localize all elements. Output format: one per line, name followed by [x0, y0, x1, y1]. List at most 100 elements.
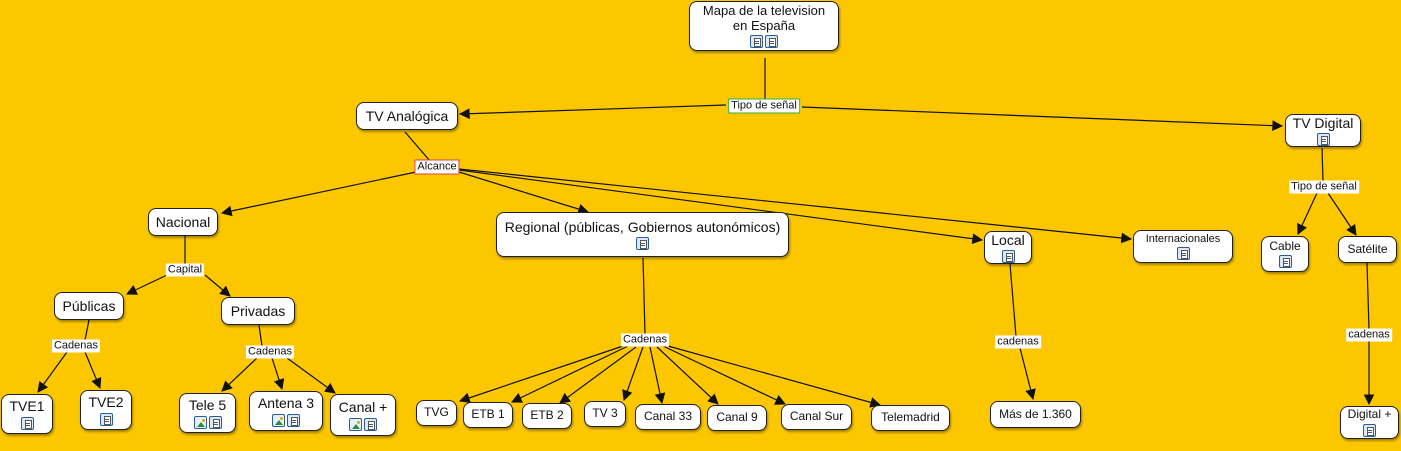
node-tv-digital-label: TV Digital	[1292, 114, 1354, 131]
link-analogica-alcance	[404, 131, 431, 162]
node-tv3-label: TV 3	[592, 406, 618, 421]
link-privadas-cadenas	[258, 324, 263, 347]
link-capital-publicas	[126, 274, 168, 295]
document-resource-icon[interactable]	[636, 237, 649, 251]
link-tipo-satelite	[1327, 192, 1357, 236]
link-label-tipo-senal: Tipo de señal	[728, 98, 800, 114]
node-tv3[interactable]: TV 3	[584, 401, 626, 427]
node-privadas[interactable]: Privadas	[221, 297, 295, 325]
image-resource-icon[interactable]	[193, 415, 207, 429]
node-mas-1360-label: Más de 1.360	[999, 406, 1072, 421]
link-alcance-nacional	[220, 171, 417, 217]
document-resource-icon[interactable]	[1278, 255, 1292, 269]
link-alcance-local	[458, 169, 984, 245]
node-root-label: Mapa de la television en España	[702, 2, 826, 33]
link-cadenas-tv3	[622, 346, 644, 402]
link-local-cadenas	[1009, 263, 1017, 337]
link-label-cadenas-local: cadenas	[995, 335, 1041, 349]
node-tve2-label: TVE2	[88, 394, 124, 411]
node-satelite-label: Satélite	[1347, 241, 1388, 256]
node-antena3[interactable]: Antena 3	[249, 391, 323, 431]
node-regional-label: Regional (públicas, Gobiernos autonómico…	[504, 218, 781, 235]
node-tv-digital[interactable]: TV Digital	[1285, 114, 1361, 147]
node-canal33[interactable]: Canal 33	[635, 404, 701, 430]
node-local-label: Local	[991, 231, 1025, 248]
node-etb1[interactable]: ETB 1	[463, 402, 513, 428]
node-privadas-label: Privadas	[230, 302, 286, 319]
node-tvg-label: TVG	[424, 405, 449, 420]
node-tv-analogica[interactable]: TV Analógica	[356, 102, 458, 130]
link-cadenas-canal-sur	[662, 345, 786, 405]
node-local[interactable]: Local	[984, 231, 1032, 264]
node-cable-label: Cable	[1269, 238, 1301, 253]
link-tipo-analogica	[458, 104, 727, 120]
node-etb2-label: ETB 2	[530, 408, 564, 423]
node-canal-plus[interactable]: Canal +	[330, 394, 396, 436]
document-resource-icon[interactable]	[364, 417, 377, 431]
document-resource-icon[interactable]	[20, 416, 34, 430]
link-label-alcance: Alcance	[414, 159, 460, 175]
document-resource-icon[interactable]	[765, 35, 778, 49]
node-antena3-label: Antena 3	[257, 395, 315, 412]
node-root-icons	[750, 35, 778, 49]
node-satelite[interactable]: Satélite	[1338, 236, 1397, 263]
link-cadenas-mas1360	[1019, 347, 1036, 401]
link-cadenas-antena3	[271, 357, 285, 391]
link-cadenas-canal-plus	[286, 357, 336, 394]
node-telemadrid-label: Telemadrid	[881, 410, 940, 425]
node-canal-sur[interactable]: Canal Sur	[781, 404, 852, 430]
link-cadenas-etb1	[511, 345, 629, 403]
image-resource-icon[interactable]	[349, 417, 362, 431]
node-tv-analogica-label: TV Analógica	[365, 107, 449, 124]
link-label-cadenas-satelite: cadenas	[1346, 328, 1392, 342]
image-resource-icon[interactable]	[272, 413, 285, 427]
document-resource-icon[interactable]	[1363, 423, 1376, 437]
link-satelite-cadenas	[1366, 262, 1370, 330]
link-cadenas-etb2	[559, 346, 637, 404]
node-etb2[interactable]: ETB 2	[522, 403, 572, 429]
link-alcance-internacionales	[458, 168, 1133, 244]
link-label-capital: Capital	[165, 263, 205, 277]
node-tvg[interactable]: TVG	[416, 400, 457, 426]
document-resource-icon[interactable]	[1001, 250, 1015, 264]
node-root[interactable]: Mapa de la television en España	[689, 1, 839, 51]
link-label-tipo-senal-digital: Tipo de señal	[1289, 180, 1359, 194]
node-regional[interactable]: Regional (públicas, Gobiernos autonómico…	[496, 212, 789, 257]
document-resource-icon[interactable]	[287, 413, 300, 427]
link-cadenas-telemadrid	[667, 345, 882, 408]
node-canal-plus-label: Canal +	[338, 399, 388, 416]
node-cable[interactable]: Cable	[1261, 236, 1309, 272]
link-capital-privadas	[204, 274, 231, 297]
link-cadenas-canal33	[649, 346, 666, 405]
node-mas-1360[interactable]: Más de 1.360	[990, 401, 1081, 428]
node-canal9[interactable]: Canal 9	[707, 405, 767, 431]
link-tipo-digital	[801, 106, 1284, 132]
document-resource-icon[interactable]	[1316, 133, 1330, 147]
node-tele5[interactable]: Tele 5	[179, 393, 236, 433]
node-tve1[interactable]: TVE1	[1, 394, 53, 434]
node-nacional[interactable]: Nacional	[148, 208, 218, 236]
node-internacionales[interactable]: Internacionales	[1133, 230, 1233, 263]
link-alcance-regional	[458, 171, 590, 215]
document-resource-icon[interactable]	[1176, 247, 1190, 261]
link-label-cadenas-regional: Cadenas	[620, 333, 670, 347]
document-resource-icon[interactable]	[208, 415, 222, 429]
node-publicas[interactable]: Públicas	[54, 292, 124, 320]
link-publicas-cadenas	[84, 319, 90, 341]
node-canal-sur-label: Canal Sur	[789, 409, 844, 424]
node-nacional-label: Nacional	[155, 213, 211, 230]
node-tve2[interactable]: TVE2	[80, 390, 132, 430]
link-cadenas-tvg	[458, 345, 624, 404]
node-telemadrid[interactable]: Telemadrid	[871, 405, 950, 431]
document-resource-icon[interactable]	[750, 35, 763, 49]
node-etb1-label: ETB 1	[471, 407, 505, 422]
node-digital-plus[interactable]: Digital +	[1340, 406, 1399, 439]
link-cadenas-canal9	[656, 346, 719, 405]
link-label-cadenas-privadas: Cadenas	[245, 345, 295, 359]
node-tve1-label: TVE1	[9, 398, 45, 415]
link-regional-cadenas	[642, 257, 646, 335]
document-resource-icon[interactable]	[99, 412, 113, 426]
link-cadenas-tve1	[37, 351, 68, 393]
link-digital-tipo	[1321, 147, 1324, 182]
